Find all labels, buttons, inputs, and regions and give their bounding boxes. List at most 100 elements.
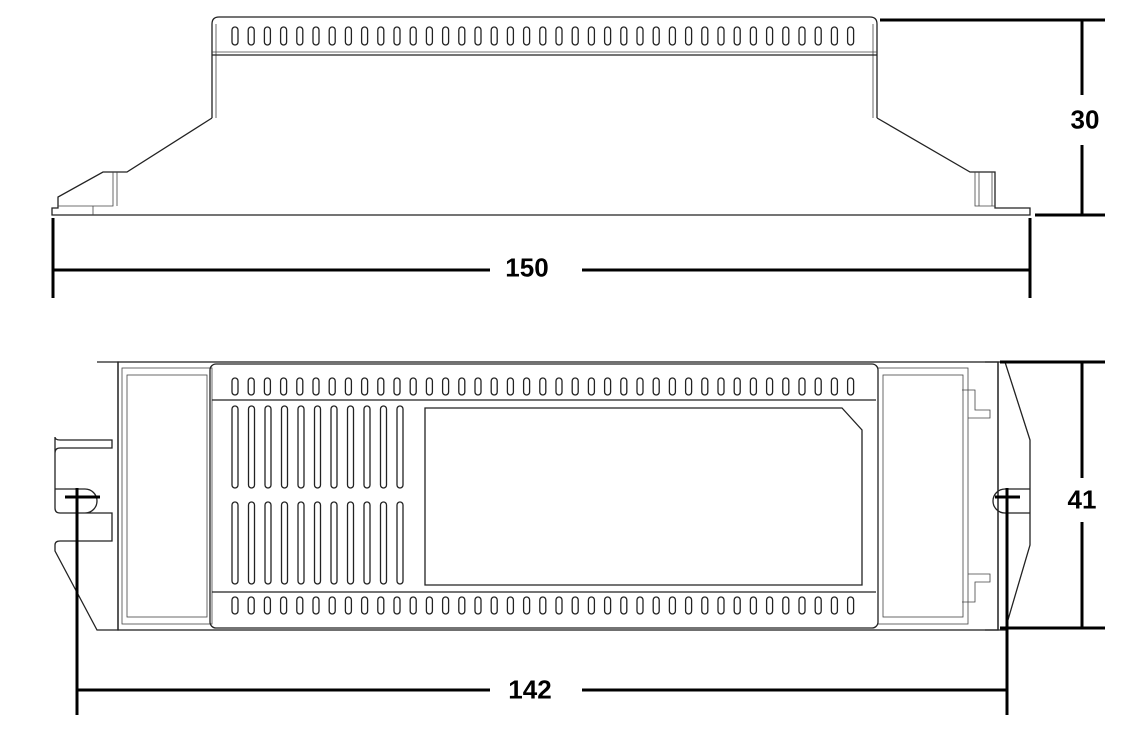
vent-slot [474,377,482,396]
vent-slot [749,596,758,615]
vent-slot [539,26,547,46]
vent-slot [312,26,320,46]
vent-slot [765,596,774,615]
vent-slot [571,596,579,615]
vent-slot [377,596,385,615]
vent-slot [312,377,320,396]
vent-slot [603,26,612,46]
vent-slot [733,26,741,46]
vent-slot [379,501,388,585]
vent-slot [620,26,628,46]
vent-slot [571,377,579,396]
vent-slot [733,377,741,396]
vent-slot [247,377,255,396]
vent-slot [297,405,305,489]
vent-slot [330,405,338,489]
vent-slot [425,596,434,615]
vent-slot [231,596,239,615]
vent-slot [330,501,338,585]
vent-slot [782,596,790,615]
top-vent-slots [231,377,855,615]
vent-slot [587,596,596,615]
vent-slot [506,596,515,615]
vent-slot [684,377,693,396]
vent-slot [263,26,272,46]
vent-slot [296,26,304,46]
vent-slot [652,26,660,46]
vent-slot [231,501,239,585]
vent-slot [441,26,450,46]
vent-slot [312,596,320,615]
vent-slot [344,596,353,615]
vent-slot [782,377,790,396]
vent-slot [279,596,288,615]
vent-slot [830,596,839,615]
vent-slot [717,596,725,615]
vent-slot [279,377,288,396]
vent-slot [474,26,482,46]
vent-slot [458,26,466,46]
vent-slot [231,26,239,46]
vent-slot [684,596,693,615]
vent-slot [344,26,353,46]
vent-slot [409,596,417,615]
vent-slot [830,377,839,396]
vent-slot [280,405,289,489]
dimension-length-label: 150 [499,252,555,284]
vent-slot [425,26,434,46]
vent-slot [539,596,547,615]
vent-slot [344,377,353,396]
dimension-lines [51,18,1105,715]
vent-slot [377,377,385,396]
vent-slot [441,596,450,615]
vent-slot [522,596,531,615]
vent-slot [280,501,289,585]
vent-slot [393,377,401,396]
vent-slot [782,26,790,46]
vent-slot [396,405,404,489]
vent-slot [490,26,498,46]
vent-slot [652,377,660,396]
vent-slot [555,596,563,615]
vent-slot [474,596,482,615]
dimension-mount-spacing-label: 142 [502,674,558,706]
vent-slot [360,596,369,615]
vent-slot [684,26,693,46]
vent-slot [668,596,677,615]
vent-slot [668,377,677,396]
vent-slot [846,596,855,615]
vent-slot [506,377,515,396]
vent-slot [555,26,563,46]
vent-slot [587,377,596,396]
vent-slot [264,405,272,489]
vent-slot [328,377,336,396]
vent-slot [490,377,498,396]
vent-slot [346,405,355,489]
vent-slot [377,26,385,46]
vent-slot [296,377,304,396]
vent-slot [765,377,774,396]
vent-slot [798,26,806,46]
vent-slot [247,26,255,46]
vent-slot [717,26,725,46]
vent-slot [620,377,628,396]
side-vent-slots [231,26,855,46]
vent-slot [264,501,272,585]
vent-slot [652,596,660,615]
vent-slot [846,377,855,396]
vent-slot [313,405,322,489]
vent-slot [539,377,547,396]
vent-slot [506,26,515,46]
vent-slot [798,596,806,615]
vent-slot [522,377,531,396]
vent-slot [701,596,709,615]
vent-slot [363,405,371,489]
vent-slot [749,26,758,46]
vent-slot [441,377,450,396]
vent-slot [393,26,401,46]
vent-slot [603,377,612,396]
vent-slot [668,26,677,46]
vent-slot [231,377,239,396]
vent-slot [830,26,839,46]
